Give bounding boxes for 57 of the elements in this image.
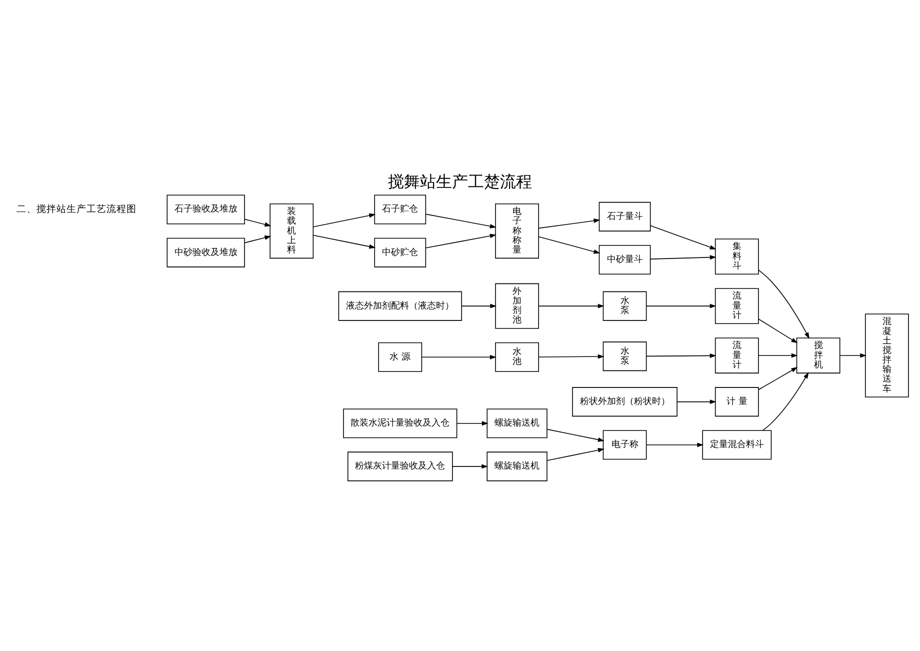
node-box: 水 源 xyxy=(378,342,422,372)
arrow xyxy=(538,218,600,228)
node-box: 中砂贮仓 xyxy=(374,237,426,267)
arrow xyxy=(426,233,496,248)
node-box: 水泵 xyxy=(602,290,647,320)
arrow xyxy=(312,212,376,227)
node-box: 粉煤灰计量验收及入仓 xyxy=(347,451,453,481)
node-box: 水池 xyxy=(495,342,539,372)
arrow xyxy=(538,354,604,358)
arrow xyxy=(452,464,488,468)
node-box: 石子贮仓 xyxy=(374,194,426,224)
arrow xyxy=(456,420,488,426)
arrow xyxy=(461,303,497,308)
node-box: 混凝土搅拌输送车 xyxy=(864,313,909,397)
arrow xyxy=(758,318,798,343)
node-box: 螺旋输送机 xyxy=(486,451,548,481)
node-box: 液态外加剂配料（液态时） xyxy=(338,290,462,320)
node-box: 计 量 xyxy=(714,386,759,416)
node-box: 石子量斗 xyxy=(598,201,651,231)
node-box: 粉状外加剂（粉状时） xyxy=(572,386,678,416)
arrow xyxy=(762,372,809,430)
arrow xyxy=(758,269,810,338)
arrow xyxy=(538,236,600,254)
arrow xyxy=(646,442,704,447)
node-box: 电子称称量 xyxy=(495,203,539,258)
arrow xyxy=(646,352,716,358)
node-box: 流量计 xyxy=(714,337,759,373)
arrow xyxy=(244,235,272,243)
diagram-title: 搅舞站生产工楚流程 xyxy=(388,172,532,191)
node-box: 中砂验收及堆放 xyxy=(166,237,245,267)
node-box: 流量计 xyxy=(714,288,759,324)
node-box: 电子称 xyxy=(602,430,647,460)
arrow xyxy=(650,224,716,249)
arrow xyxy=(538,303,604,308)
label: 二、搅拌站生产工艺流程图 xyxy=(16,203,137,214)
arrow xyxy=(426,213,496,228)
node-box: 装载机上料 xyxy=(270,203,314,258)
node-box: 中砂量斗 xyxy=(598,244,651,274)
node-box: 散装水泥计量验收及入仓 xyxy=(343,408,458,438)
node-box: 石子验收及堆放 xyxy=(166,194,245,224)
arrow xyxy=(650,254,716,260)
arrow xyxy=(840,352,866,358)
arrow xyxy=(646,303,716,308)
arrow xyxy=(676,399,716,404)
node-box: 螺旋输送机 xyxy=(486,408,548,438)
node-box: 外加剂池 xyxy=(495,282,539,328)
arrow xyxy=(244,218,272,226)
arrow xyxy=(546,447,604,460)
node-box: 定量混合料斗 xyxy=(702,430,772,460)
arrow xyxy=(758,366,798,390)
node-box: 搅拌机 xyxy=(796,337,840,373)
arrow xyxy=(546,428,604,442)
node-box: 集料斗 xyxy=(714,238,759,274)
arrow xyxy=(758,352,798,358)
arrow xyxy=(421,354,496,359)
arrow xyxy=(312,234,376,248)
node-box: 水泵 xyxy=(602,341,647,371)
